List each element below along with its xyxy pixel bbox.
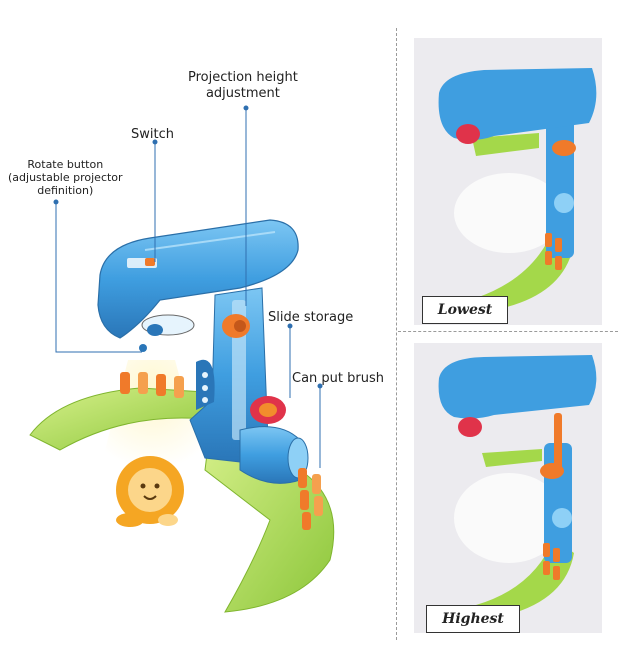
vertical-divider — [396, 28, 397, 640]
height-knob — [222, 314, 250, 338]
switch-button — [145, 258, 155, 266]
callout-rotate-line1: Rotate button — [27, 158, 104, 171]
callout-can-put-brush: Can put brush — [292, 371, 384, 386]
projector-lowest-illustration — [414, 38, 602, 325]
label-lowest: Lowest — [422, 296, 508, 324]
callout-rotate-button: Rotate button (adjustable projector defi… — [8, 158, 123, 197]
callout-lines — [53, 105, 323, 468]
label-highest: Highest — [426, 605, 520, 633]
photo-highest-position — [414, 343, 602, 633]
brush-holders-left — [120, 372, 184, 398]
main-illustration: Projection height adjustment Switch Rota… — [8, 70, 384, 613]
projector-illustration — [29, 105, 335, 613]
lion-projection — [116, 456, 184, 527]
brush-holders-right — [298, 468, 323, 530]
photo-lowest-position — [414, 38, 602, 325]
callout-rotate-line2: (adjustable projector — [8, 171, 123, 184]
callout-projection-height: Projection height adjustment — [188, 70, 298, 102]
projector-highest-illustration — [414, 343, 602, 633]
callout-projection-height-line1: Projection height — [188, 70, 298, 85]
rotate-button — [139, 344, 147, 352]
slide-storage-wheel — [250, 396, 286, 424]
callout-slide-storage: Slide storage — [268, 310, 354, 325]
horizontal-divider — [398, 331, 618, 332]
callout-rotate-line3: definition) — [37, 184, 94, 197]
callout-switch: Switch — [131, 127, 174, 142]
callout-projection-height-line2: adjustment — [205, 86, 280, 101]
slide-holder — [196, 359, 215, 410]
